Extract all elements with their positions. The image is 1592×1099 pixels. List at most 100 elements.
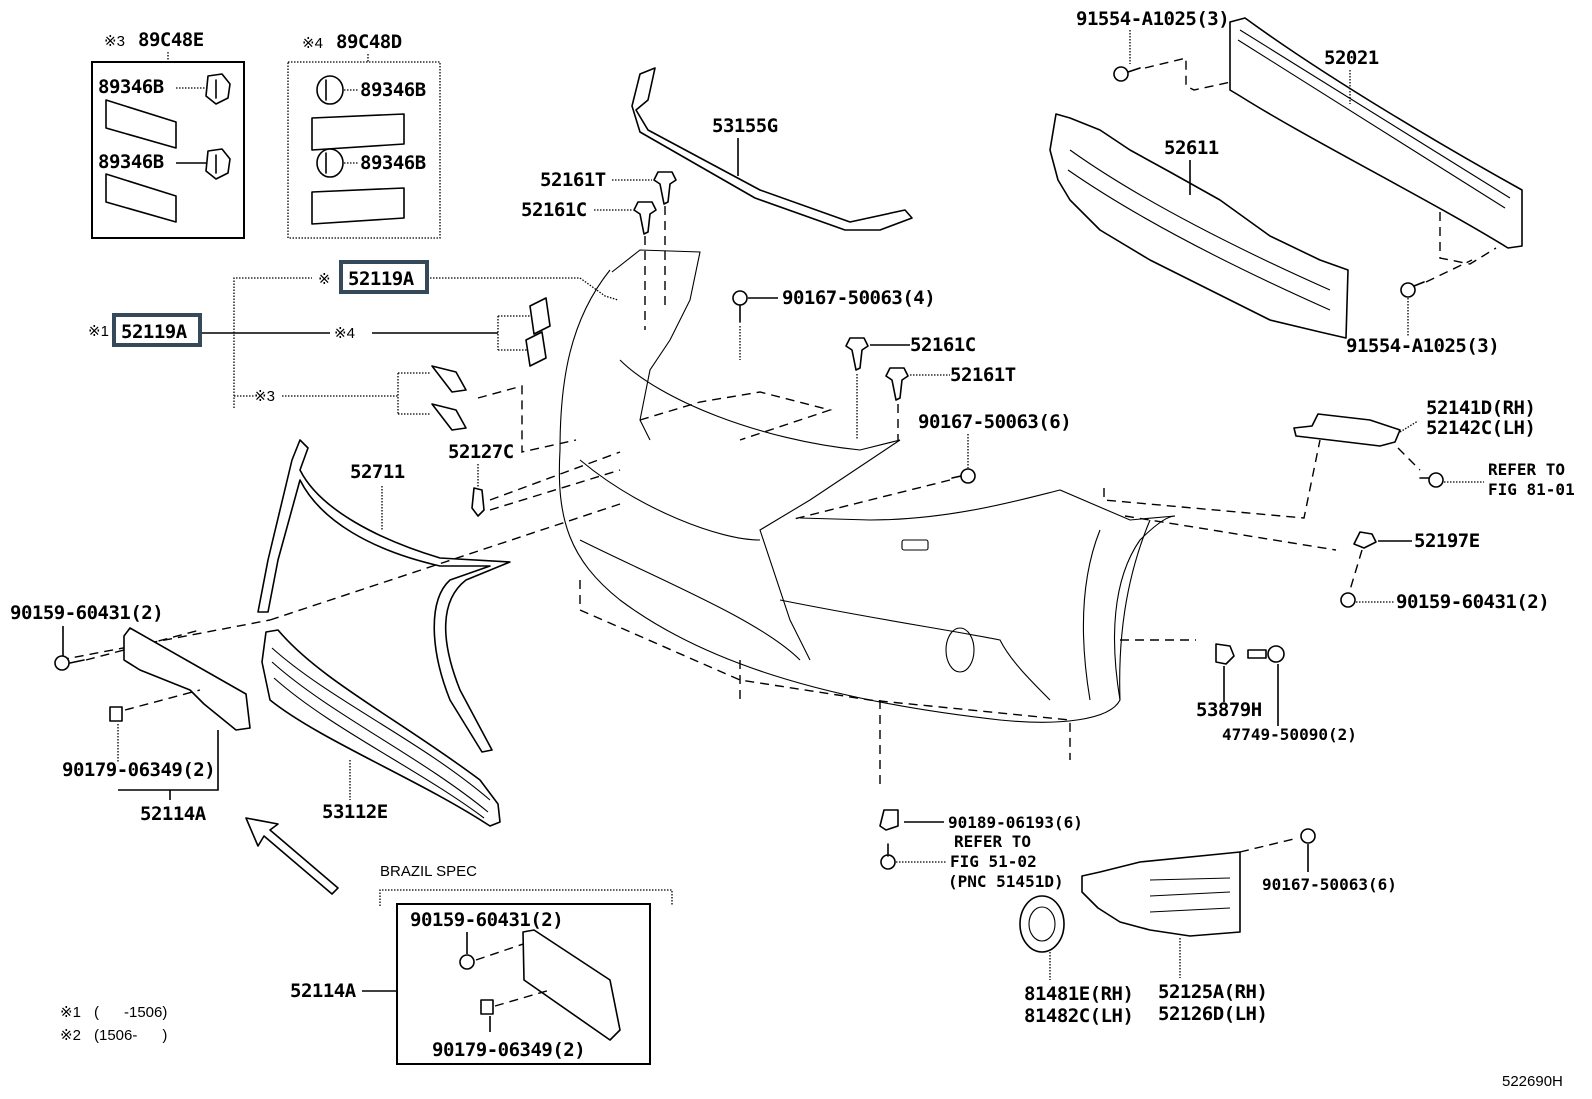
callout-52021[interactable]: 52021: [1324, 47, 1379, 69]
kit-part-number[interactable]: 89C48D: [336, 31, 402, 53]
callout-90159-60431-right[interactable]: 90159-60431(2): [1396, 591, 1550, 613]
callout-90189-06193[interactable]: 90189-06193(6): [948, 813, 1083, 832]
clip-icon: [879, 809, 899, 831]
foglamp-bezel: [1019, 895, 1065, 953]
reflector-icon: [311, 187, 405, 225]
license-bracket: [123, 627, 251, 731]
part-52711[interactable]: 52711: [59, 439, 621, 753]
callout-81482C[interactable]: 81482C(LH): [1024, 1005, 1134, 1027]
bolt-icon: [880, 854, 896, 870]
clip-52161T-icon: [653, 171, 677, 205]
clip-52161T-icon: [885, 367, 909, 401]
bolt-icon: [459, 954, 475, 970]
kit-item-label[interactable]: 89346B: [360, 79, 426, 101]
reflector-icon: [105, 99, 177, 149]
kit-item-label[interactable]: 89346B: [98, 151, 164, 173]
callout-refer-fig81-line1[interactable]: REFER TO: [1488, 460, 1565, 479]
callout-52711[interactable]: 52711: [350, 461, 405, 483]
reflector-icon: [105, 173, 177, 223]
retainer: [1293, 413, 1401, 447]
callout-52161C-b[interactable]: 52161C: [910, 334, 976, 356]
callout-refer-fig51-line3[interactable]: (PNC 51451D): [948, 872, 1064, 891]
grille-frame: [257, 439, 511, 753]
callout-refer-fig81-line2[interactable]: FIG 81-01: [1488, 480, 1575, 499]
reflector-icon: [311, 113, 405, 151]
callout-52127C[interactable]: 52127C: [448, 441, 514, 463]
brazil-spec-assembly[interactable]: 52114A: [290, 980, 357, 1002]
callout-refer-fig51-line2[interactable]: FIG 51-02: [950, 852, 1037, 871]
callout-52125A[interactable]: 52125A(RH): [1158, 981, 1268, 1003]
part-52197E[interactable]: 52197E 90159-60431(2): [1340, 530, 1550, 613]
part-52127C[interactable]: 52127C: [448, 441, 621, 517]
callout-mark: ※3: [254, 388, 275, 405]
clip-89346B-icon: [316, 148, 344, 178]
screw-icon: [1300, 828, 1316, 844]
callout-52119A-left[interactable]: 52119A: [121, 321, 188, 343]
callout-mark: ※: [318, 271, 331, 288]
bolt-icon: [1113, 66, 1129, 82]
figure-id: 522690H: [1502, 1073, 1563, 1090]
callout-53112E[interactable]: 53112E: [322, 801, 388, 823]
callout-47749-50090[interactable]: 47749-50090(2): [1222, 725, 1357, 744]
callout-90179-06349-left[interactable]: 90179-06349(2): [62, 759, 216, 781]
callout-90159-60431-left[interactable]: 90159-60431(2): [10, 602, 164, 624]
callout-52126D[interactable]: 52126D(LH): [1158, 1003, 1268, 1025]
bumper-cover[interactable]: [558, 249, 1337, 790]
callout-81481E[interactable]: 81481E(RH): [1024, 983, 1134, 1005]
clip-89346B-icon: [205, 148, 231, 180]
callout-52114A[interactable]: 52114A: [140, 803, 207, 825]
part-53112E[interactable]: 53112E: [261, 629, 501, 827]
bumper-outline: [558, 269, 1176, 723]
screw-90167-6-a[interactable]: 90167-50063(6): [789, 411, 1072, 521]
kit-box-89C48E[interactable]: ※3 89C48E 89346B 89346B: [91, 29, 245, 239]
callout-90167-50063-6-b[interactable]: 90167-50063(6): [1262, 875, 1397, 894]
callout-90167-50063-6-a[interactable]: 90167-50063(6): [918, 411, 1072, 433]
callout-52119A-group[interactable]: ※ 52119A ※1 52119A ※4 ※3: [88, 260, 619, 453]
front-arrow: [245, 817, 339, 895]
brazil-spec-nut[interactable]: 90179-06349(2): [432, 1039, 586, 1061]
footnote-mark: ※2: [60, 1027, 81, 1044]
brazil-spec-box[interactable]: BRAZIL SPEC 90159-60431(2) 90179-06349(2…: [290, 863, 673, 1065]
part-52611[interactable]: 52611: [1049, 113, 1349, 339]
callout-refer-fig51-line1[interactable]: REFER TO: [954, 832, 1031, 851]
brazil-spec-title: BRAZIL SPEC: [380, 863, 477, 880]
brazil-spec-frame: [396, 903, 651, 1065]
clip-group-mid[interactable]: 52161C 52161T: [845, 334, 1016, 440]
callout-52141D[interactable]: 52141D(RH): [1426, 397, 1536, 419]
bolt-icon: [54, 655, 70, 671]
callout-52161T-b[interactable]: 52161T: [950, 364, 1016, 386]
callout-52611[interactable]: 52611: [1164, 137, 1219, 159]
clip-89346B-icon: [205, 73, 231, 105]
part-52141D-52142C[interactable]: 52141D(RH) 52142C(LH) REFER TO FIG 81-01: [1293, 397, 1575, 499]
kit-box-frame: [91, 61, 245, 239]
clip-icon: [529, 297, 551, 335]
part-53879H[interactable]: 53879H 47749-50090(2): [1196, 643, 1357, 744]
part-52125A-52126D[interactable]: 90167-50063(6) 52125A(RH) 52126D(LH): [1081, 828, 1397, 1025]
footnote-range: ( -1506): [94, 1004, 167, 1021]
kit-item-label[interactable]: 89346B: [98, 76, 164, 98]
foglamp-cover: [1081, 851, 1241, 937]
kit-item-label[interactable]: 89346B: [360, 152, 426, 174]
bracket-icon: [471, 487, 485, 517]
callout-52197E[interactable]: 52197E: [1414, 530, 1480, 552]
kit-box-89C48D[interactable]: ※4 89C48D 89346B 89346B: [287, 31, 441, 239]
screw-icon: [960, 468, 976, 484]
callout-91554-A1025-bot[interactable]: 91554-A1025(3): [1346, 335, 1500, 357]
callout-53155G[interactable]: 53155G: [712, 115, 778, 137]
part-90189-06193[interactable]: 90189-06193(6) REFER TO FIG 51-02 (PNC 5…: [879, 809, 1083, 891]
callout-52161C[interactable]: 52161C: [521, 199, 587, 221]
part-52021[interactable]: 91554-A1025(3) 52021 91554-A1025(3): [1076, 8, 1523, 357]
callout-52161T[interactable]: 52161T: [540, 169, 606, 191]
part-81481E-81482C[interactable]: 81481E(RH) 81482C(LH): [1019, 895, 1134, 1027]
callout-52119A-top[interactable]: 52119A: [348, 268, 415, 290]
screw-90167-4[interactable]: 90167-50063(4): [732, 287, 936, 360]
part-52114A[interactable]: 90159-60431(2) 90179-06349(2) 52114A: [10, 602, 251, 825]
clip-group-top[interactable]: 52161T 52161C: [521, 169, 677, 330]
callout-90167-50063-4[interactable]: 90167-50063(4): [782, 287, 936, 309]
part-53155G[interactable]: 53155G: [631, 67, 913, 231]
brazil-spec-bolt[interactable]: 90159-60431(2): [410, 909, 564, 931]
kit-part-number[interactable]: 89C48E: [138, 29, 204, 51]
callout-53879H[interactable]: 53879H: [1196, 699, 1262, 721]
callout-52142C[interactable]: 52142C(LH): [1426, 417, 1536, 439]
callout-91554-A1025-top[interactable]: 91554-A1025(3): [1076, 8, 1230, 30]
